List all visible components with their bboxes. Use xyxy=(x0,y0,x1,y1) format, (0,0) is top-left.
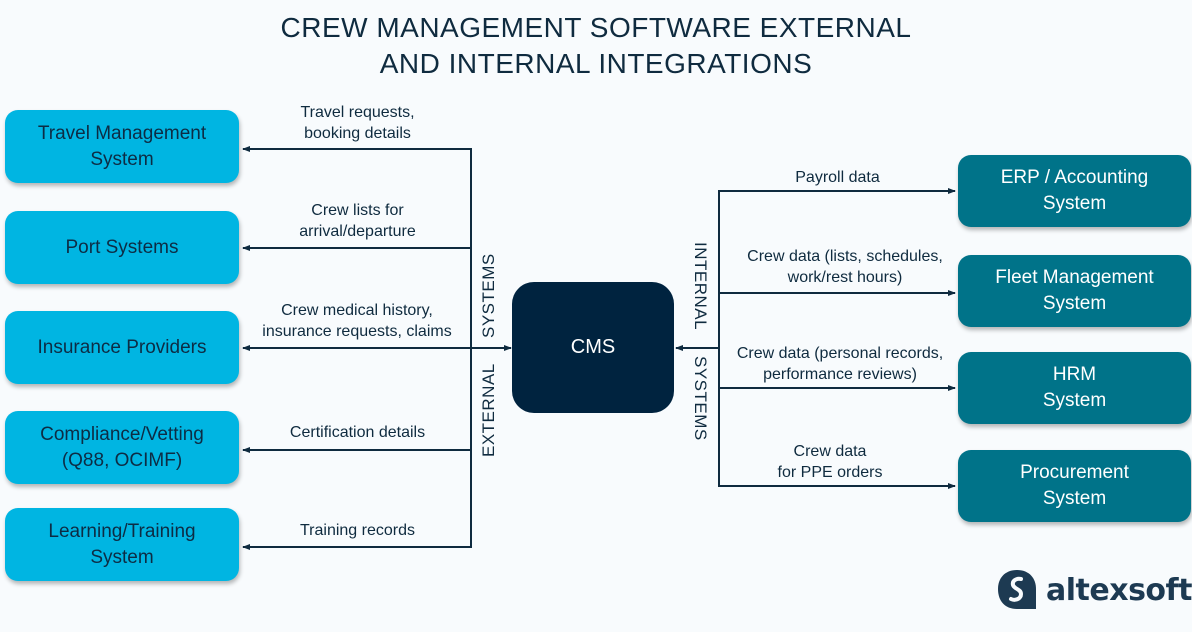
title-line-1: CREW MANAGEMENT SOFTWARE EXTERNAL xyxy=(280,12,912,43)
box-label: Travel Management System xyxy=(37,122,207,170)
flow-label-procurement: Crew data for PPE orders xyxy=(777,443,883,481)
internal-system-erp-accounting[interactable]: ERP / Accounting System xyxy=(958,155,1191,227)
internal-system-hrm[interactable]: HRM System xyxy=(958,352,1191,424)
internal-system-procurement[interactable]: Procurement System xyxy=(958,450,1191,522)
altexsoft-logo-icon xyxy=(998,570,1036,609)
box-label: Port Systems xyxy=(65,236,179,258)
internal-systems-group-label: SYSTEMS xyxy=(691,356,710,441)
box-label: Procurement System xyxy=(1020,462,1129,509)
box-label: Insurance Providers xyxy=(37,336,207,358)
external-system-port-systems[interactable]: Port Systems xyxy=(5,211,239,284)
external-system-insurance-providers[interactable]: Insurance Providers xyxy=(5,311,239,384)
diagram-title: CREW MANAGEMENT SOFTWARE EXTERNAL AND IN… xyxy=(0,10,1192,82)
box-label: Compliance/Vetting (Q88, OCIMF) xyxy=(40,423,204,471)
flow-label-hrm: Crew data (personal records, performance… xyxy=(736,345,944,383)
box-label: Learning/Training System xyxy=(48,520,196,568)
flow-label-fleet: Crew data (lists, schedules, work/rest h… xyxy=(747,248,943,286)
box-label: Fleet Management System xyxy=(995,267,1154,314)
altexsoft-logo-text: altexsoft xyxy=(1046,572,1192,608)
box-label: ERP / Accounting System xyxy=(1000,167,1149,214)
title-line-2: AND INTERNAL INTEGRATIONS xyxy=(379,48,813,79)
box-label: HRM System xyxy=(1042,364,1107,411)
internal-group-label: INTERNAL xyxy=(691,242,710,331)
flow-label-travel: Travel requests, booking details xyxy=(300,104,415,142)
flow-label-compliance: Certification details xyxy=(289,424,426,441)
external-system-learning-training[interactable]: Learning/Training System xyxy=(5,508,239,581)
flow-label-learning: Training records xyxy=(299,522,415,539)
external-system-compliance-vetting[interactable]: Compliance/Vetting (Q88, OCIMF) xyxy=(5,411,239,484)
flow-label-erp: Payroll data xyxy=(795,169,880,186)
flow-label-port: Crew lists for arrival/departure xyxy=(299,202,416,240)
flow-label-insurance: Crew medical history, insurance requests… xyxy=(262,302,452,340)
internal-system-fleet-management[interactable]: Fleet Management System xyxy=(958,255,1191,327)
cms-node[interactable]: CMS xyxy=(512,282,674,413)
external-system-travel-management[interactable]: Travel Management System xyxy=(5,110,239,183)
external-group-label: EXTERNAL xyxy=(479,363,498,457)
external-systems-group-label: SYSTEMS xyxy=(479,253,498,338)
cms-label: CMS xyxy=(570,336,616,358)
altexsoft-logo: altexsoft xyxy=(996,568,1192,612)
